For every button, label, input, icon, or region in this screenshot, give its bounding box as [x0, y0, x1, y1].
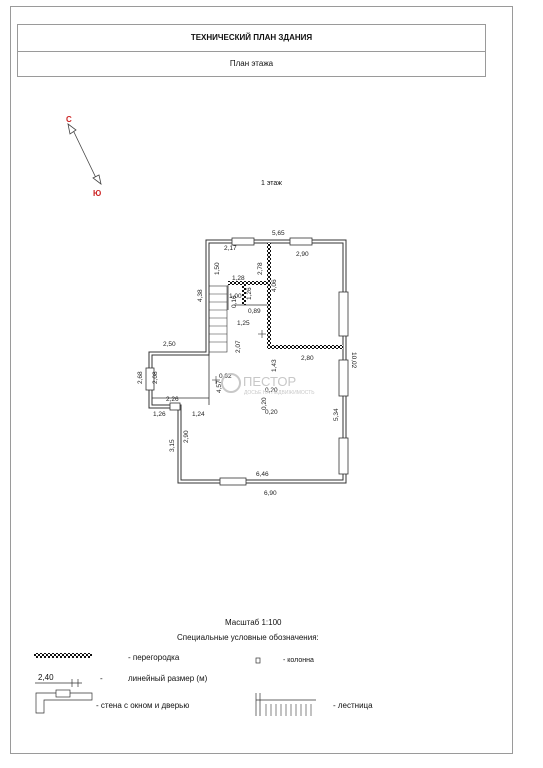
dim-10-02: 10,02	[350, 352, 357, 369]
dim-2-07: 2,07	[235, 340, 242, 353]
partitions	[228, 243, 343, 349]
dim-6-46: 6,46	[256, 471, 269, 478]
dim-0-20-c: 0,20	[265, 409, 278, 416]
watermark: ПЕСТОР ДОСЬЕ НА НЕДВИЖИМОСТЬ	[221, 373, 315, 396]
drawing-sheet	[10, 6, 513, 754]
columns	[212, 330, 266, 384]
dim-2-08: 2,08	[152, 371, 159, 384]
dim-1-26-v: 1,26	[246, 287, 253, 300]
dim-1-26: 1,26	[153, 411, 166, 418]
dim-2-50: 2,50	[163, 341, 176, 348]
legend-stairs: - лестница	[333, 701, 373, 710]
legend-dim-value: 2,40	[38, 673, 54, 682]
legend-partition: - перегородка	[128, 653, 180, 662]
legend-dimension: линейный размер (м)	[128, 674, 208, 683]
watermark-main: ПЕСТОР	[243, 374, 296, 389]
scale-label: Масштаб 1:100	[225, 618, 282, 627]
dim-6-90: 6,90	[264, 490, 277, 497]
dim-1-24: 1,24	[192, 411, 205, 418]
compass-south-label: Ю	[93, 189, 102, 198]
legend-wall: - стена с окном и дверью	[96, 701, 190, 710]
dim-1-43: 1,43	[271, 359, 278, 372]
dim-2-68: 2,68	[137, 371, 144, 384]
dim-0-89: 0,89	[248, 308, 261, 315]
compass-north-label: С	[66, 115, 72, 124]
windows	[145, 237, 349, 486]
dim-0-16: 0,16	[231, 295, 238, 308]
compass-arrow	[67, 123, 102, 185]
dim-2-78: 2,78	[257, 262, 264, 275]
legend-column: - колонна	[283, 657, 314, 664]
dim-4-57: 4,57	[216, 380, 223, 393]
interior-walls	[152, 285, 267, 405]
dim-2-26: 2,26	[166, 396, 179, 403]
dim-4-38: 4,38	[197, 289, 204, 302]
dim-1-25: 1,25	[237, 320, 250, 327]
exterior-walls	[148, 239, 347, 484]
watermark-sub: ДОСЬЕ НА НЕДВИЖИМОСТЬ	[244, 390, 315, 396]
dim-2-17: 2,17	[224, 245, 237, 252]
dim-0-20-a: 0,20	[265, 387, 278, 394]
dim-4-06: 4,06	[271, 279, 278, 292]
dim-2-90: 2,90	[183, 430, 190, 443]
dim-0-20-b: 0,20	[261, 397, 268, 410]
dim-1-00: 1,00	[229, 293, 242, 300]
dim-1-28: 1,28	[232, 275, 245, 282]
sheet-subtitle: План этажа	[17, 51, 486, 77]
dim-top-width: 5,65	[272, 230, 285, 237]
stairs	[208, 285, 228, 353]
dim-1-50: 1,50	[214, 262, 221, 275]
legend-title: Специальные условные обозначения:	[177, 633, 319, 642]
legend-dash: -	[100, 674, 103, 683]
dim-5-34: 5,34	[333, 408, 340, 421]
dim-3-15: 3,15	[169, 439, 176, 452]
dim-room-top-right: 2,90	[296, 251, 309, 258]
dimension-labels: 5,65 2,17 2,90 1,50 2,78 1,28 4,38 1,00 …	[137, 230, 357, 497]
legend-symbols	[34, 653, 316, 716]
dim-2-80: 2,80	[301, 355, 314, 362]
floor-label: 1 этаж	[261, 180, 282, 187]
